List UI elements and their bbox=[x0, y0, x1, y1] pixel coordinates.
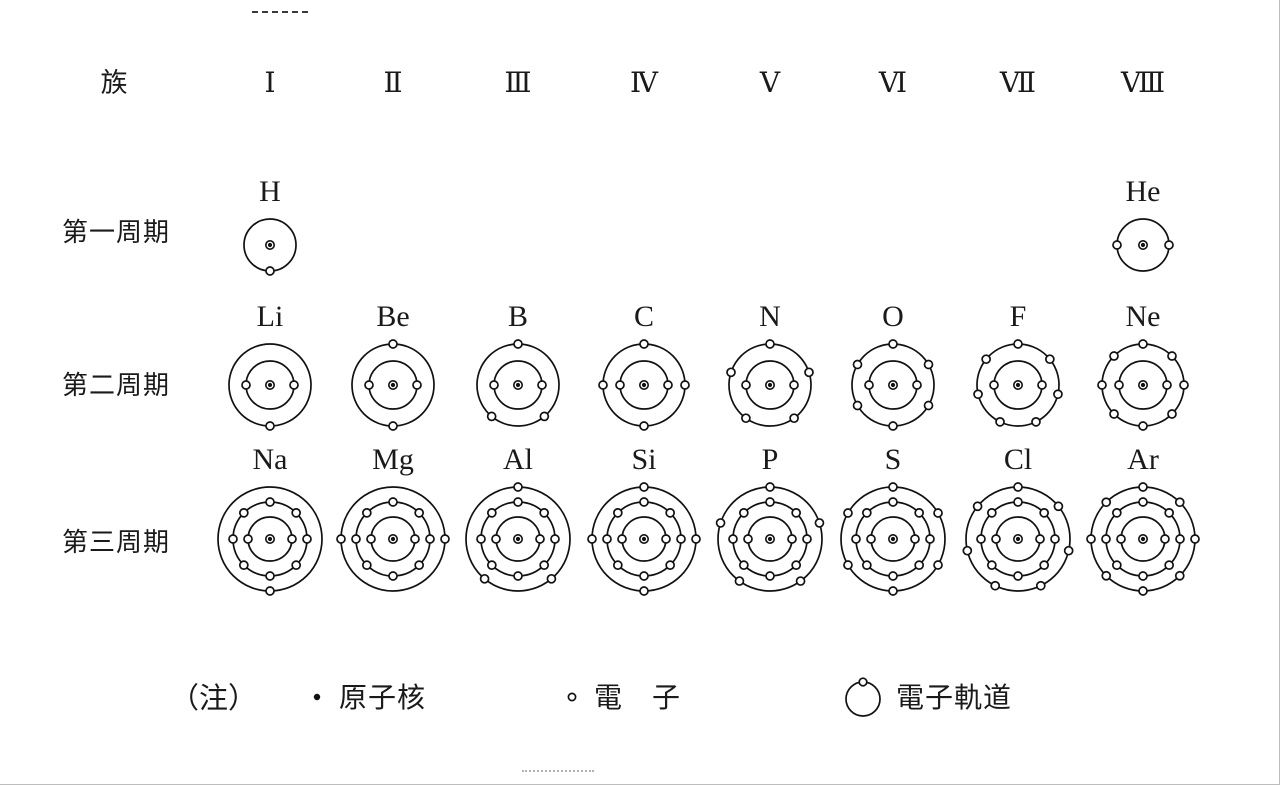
legend-item-nucleus: 原子核 bbox=[305, 668, 426, 724]
period-label-3: 第三周期 bbox=[61, 528, 170, 558]
legend-label-nucleus: 原子核 bbox=[339, 681, 427, 714]
atom-diagram-c bbox=[574, 336, 714, 434]
group-header-row: 族 Ⅰ Ⅱ Ⅲ Ⅳ Ⅴ Ⅵ Ⅶ Ⅷ bbox=[0, 60, 1280, 108]
atom-symbol-li: Li bbox=[256, 300, 284, 333]
atom-cell-h: H bbox=[200, 175, 340, 279]
group-label-8: Ⅷ bbox=[1120, 68, 1166, 99]
atom-cell-al: Al bbox=[448, 443, 588, 599]
atom-diagram-b bbox=[448, 336, 588, 434]
atom-diagram-p bbox=[700, 479, 840, 599]
atom-cell-ar: Ar bbox=[1073, 443, 1213, 599]
atom-cell-c: C bbox=[574, 300, 714, 434]
atom-cell-be: Be bbox=[323, 300, 463, 434]
atom-symbol-c: C bbox=[633, 300, 654, 333]
legend-item-orbit: 電子軌道 bbox=[840, 668, 1012, 724]
group-label-1: Ⅰ bbox=[264, 68, 276, 99]
legend-note: （注） bbox=[170, 668, 257, 724]
scan-artifact-top bbox=[252, 11, 308, 13]
group-label-2: Ⅱ bbox=[383, 68, 403, 99]
atom-cell-cl: Cl bbox=[948, 443, 1088, 599]
atom-symbol-b: B bbox=[507, 300, 528, 333]
atom-cell-li: Li bbox=[200, 300, 340, 434]
atom-diagram-ar bbox=[1073, 479, 1213, 599]
legend-note-label: （注） bbox=[170, 681, 258, 715]
atom-cell-o: O bbox=[823, 300, 963, 434]
atom-cell-s: S bbox=[823, 443, 963, 599]
atom-symbol-be: Be bbox=[376, 300, 410, 333]
legend-item-electron: 電 子 bbox=[560, 668, 681, 724]
atom-diagram-mg bbox=[323, 479, 463, 599]
atom-diagram-be bbox=[323, 336, 463, 434]
atom-cell-f: F bbox=[948, 300, 1088, 434]
atom-diagram-al bbox=[448, 479, 588, 599]
atom-diagram-f bbox=[948, 336, 1088, 434]
atom-symbol-cl: Cl bbox=[1003, 443, 1033, 476]
atom-cell-si: Si bbox=[574, 443, 714, 599]
legend: （注） 原子核 電 子 電子軌道 bbox=[0, 668, 1280, 728]
legend-label-electron: 電 子 bbox=[594, 681, 682, 714]
atom-symbol-he: He bbox=[1125, 175, 1161, 208]
atom-symbol-na: Na bbox=[252, 443, 288, 476]
group-label-7: Ⅶ bbox=[999, 68, 1037, 99]
atom-symbol-mg: Mg bbox=[372, 443, 414, 476]
atom-diagram-he bbox=[1073, 211, 1213, 279]
atom-diagram-h bbox=[200, 211, 340, 279]
atom-symbol-s: S bbox=[884, 443, 902, 476]
atom-diagram-li bbox=[200, 336, 340, 434]
atom-diagram-si bbox=[574, 479, 714, 599]
atom-cell-he: He bbox=[1073, 175, 1213, 279]
atom-cell-b: B bbox=[448, 300, 588, 434]
electron-circle-icon bbox=[560, 684, 584, 708]
group-label-5: Ⅴ bbox=[759, 68, 781, 99]
nucleus-dot-icon bbox=[305, 684, 329, 708]
atom-symbol-p: P bbox=[761, 443, 779, 476]
atom-symbol-o: O bbox=[882, 300, 904, 333]
legend-label-orbit: 電子軌道 bbox=[896, 681, 1013, 714]
group-label-6: Ⅵ bbox=[878, 68, 908, 99]
atom-symbol-f: F bbox=[1009, 300, 1027, 333]
scan-artifact-bottom bbox=[522, 770, 594, 772]
atom-symbol-ne: Ne bbox=[1125, 300, 1161, 333]
atom-diagram-s bbox=[823, 479, 963, 599]
atom-cell-mg: Mg bbox=[323, 443, 463, 599]
atom-diagram-o bbox=[823, 336, 963, 434]
atom-symbol-si: Si bbox=[631, 443, 657, 476]
atom-cell-na: Na bbox=[200, 443, 340, 599]
atom-cell-n: N bbox=[700, 300, 840, 434]
group-label-4: Ⅳ bbox=[630, 68, 658, 99]
atom-diagram-cl bbox=[948, 479, 1088, 599]
period-label-2: 第二周期 bbox=[61, 371, 170, 401]
group-label-3: Ⅲ bbox=[504, 68, 532, 99]
atom-symbol-ar: Ar bbox=[1127, 443, 1159, 476]
atom-symbol-al: Al bbox=[503, 443, 533, 476]
period-label-1: 第一周期 bbox=[61, 218, 170, 248]
atom-symbol-n: N bbox=[759, 300, 781, 333]
atom-cell-ne: Ne bbox=[1073, 300, 1213, 434]
atom-diagram-ne bbox=[1073, 336, 1213, 434]
atom-diagram-na bbox=[200, 479, 340, 599]
atom-diagram-n bbox=[700, 336, 840, 434]
group-row-label: 族 bbox=[100, 68, 130, 99]
atom-symbol-h: H bbox=[259, 175, 281, 208]
atom-cell-p: P bbox=[700, 443, 840, 599]
electron-orbit-icon bbox=[840, 673, 886, 719]
